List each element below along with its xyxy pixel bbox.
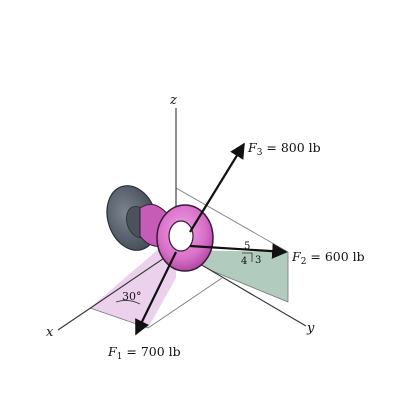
construction-line bbox=[175, 187, 289, 253]
x-axis-label: x bbox=[46, 325, 54, 340]
x-axis-line bbox=[57, 249, 177, 331]
slope-triangle bbox=[242, 252, 253, 262]
f3-symbol: F bbox=[247, 140, 258, 155]
construction-line bbox=[209, 269, 289, 303]
z-axis-label: z bbox=[169, 93, 177, 108]
f1-subscript: 1 bbox=[117, 352, 123, 362]
f1-vector bbox=[135, 251, 177, 336]
f3-label: F3 = 800 lb bbox=[247, 140, 321, 158]
y-axis-label: y bbox=[306, 321, 315, 336]
f1-label: F1 = 700 lb bbox=[107, 344, 181, 362]
f3-vector bbox=[189, 142, 245, 233]
construction-line bbox=[147, 277, 223, 329]
f2-subscript: 2 bbox=[301, 257, 307, 267]
xz-plane-shading bbox=[90, 234, 176, 328]
angle-arc bbox=[115, 299, 141, 305]
eye-bolt-ring-hole bbox=[168, 220, 194, 252]
f3-subscript: 3 bbox=[257, 148, 263, 158]
f3-value: = 800 lb bbox=[262, 140, 320, 155]
f2-symbol: F bbox=[291, 249, 302, 264]
slope-rise-label: 4 bbox=[241, 256, 247, 267]
f1-symbol: F bbox=[107, 344, 118, 359]
slope-hyp-label: 5 bbox=[244, 241, 250, 252]
f2-vector bbox=[189, 243, 288, 259]
f1-value: = 700 lb bbox=[122, 344, 180, 359]
f2-label: F2 = 600 lb bbox=[291, 249, 365, 267]
angle-label: 30° bbox=[122, 290, 142, 303]
slope-run-label: 3 bbox=[255, 255, 261, 266]
f2-value: = 600 lb bbox=[306, 249, 364, 264]
